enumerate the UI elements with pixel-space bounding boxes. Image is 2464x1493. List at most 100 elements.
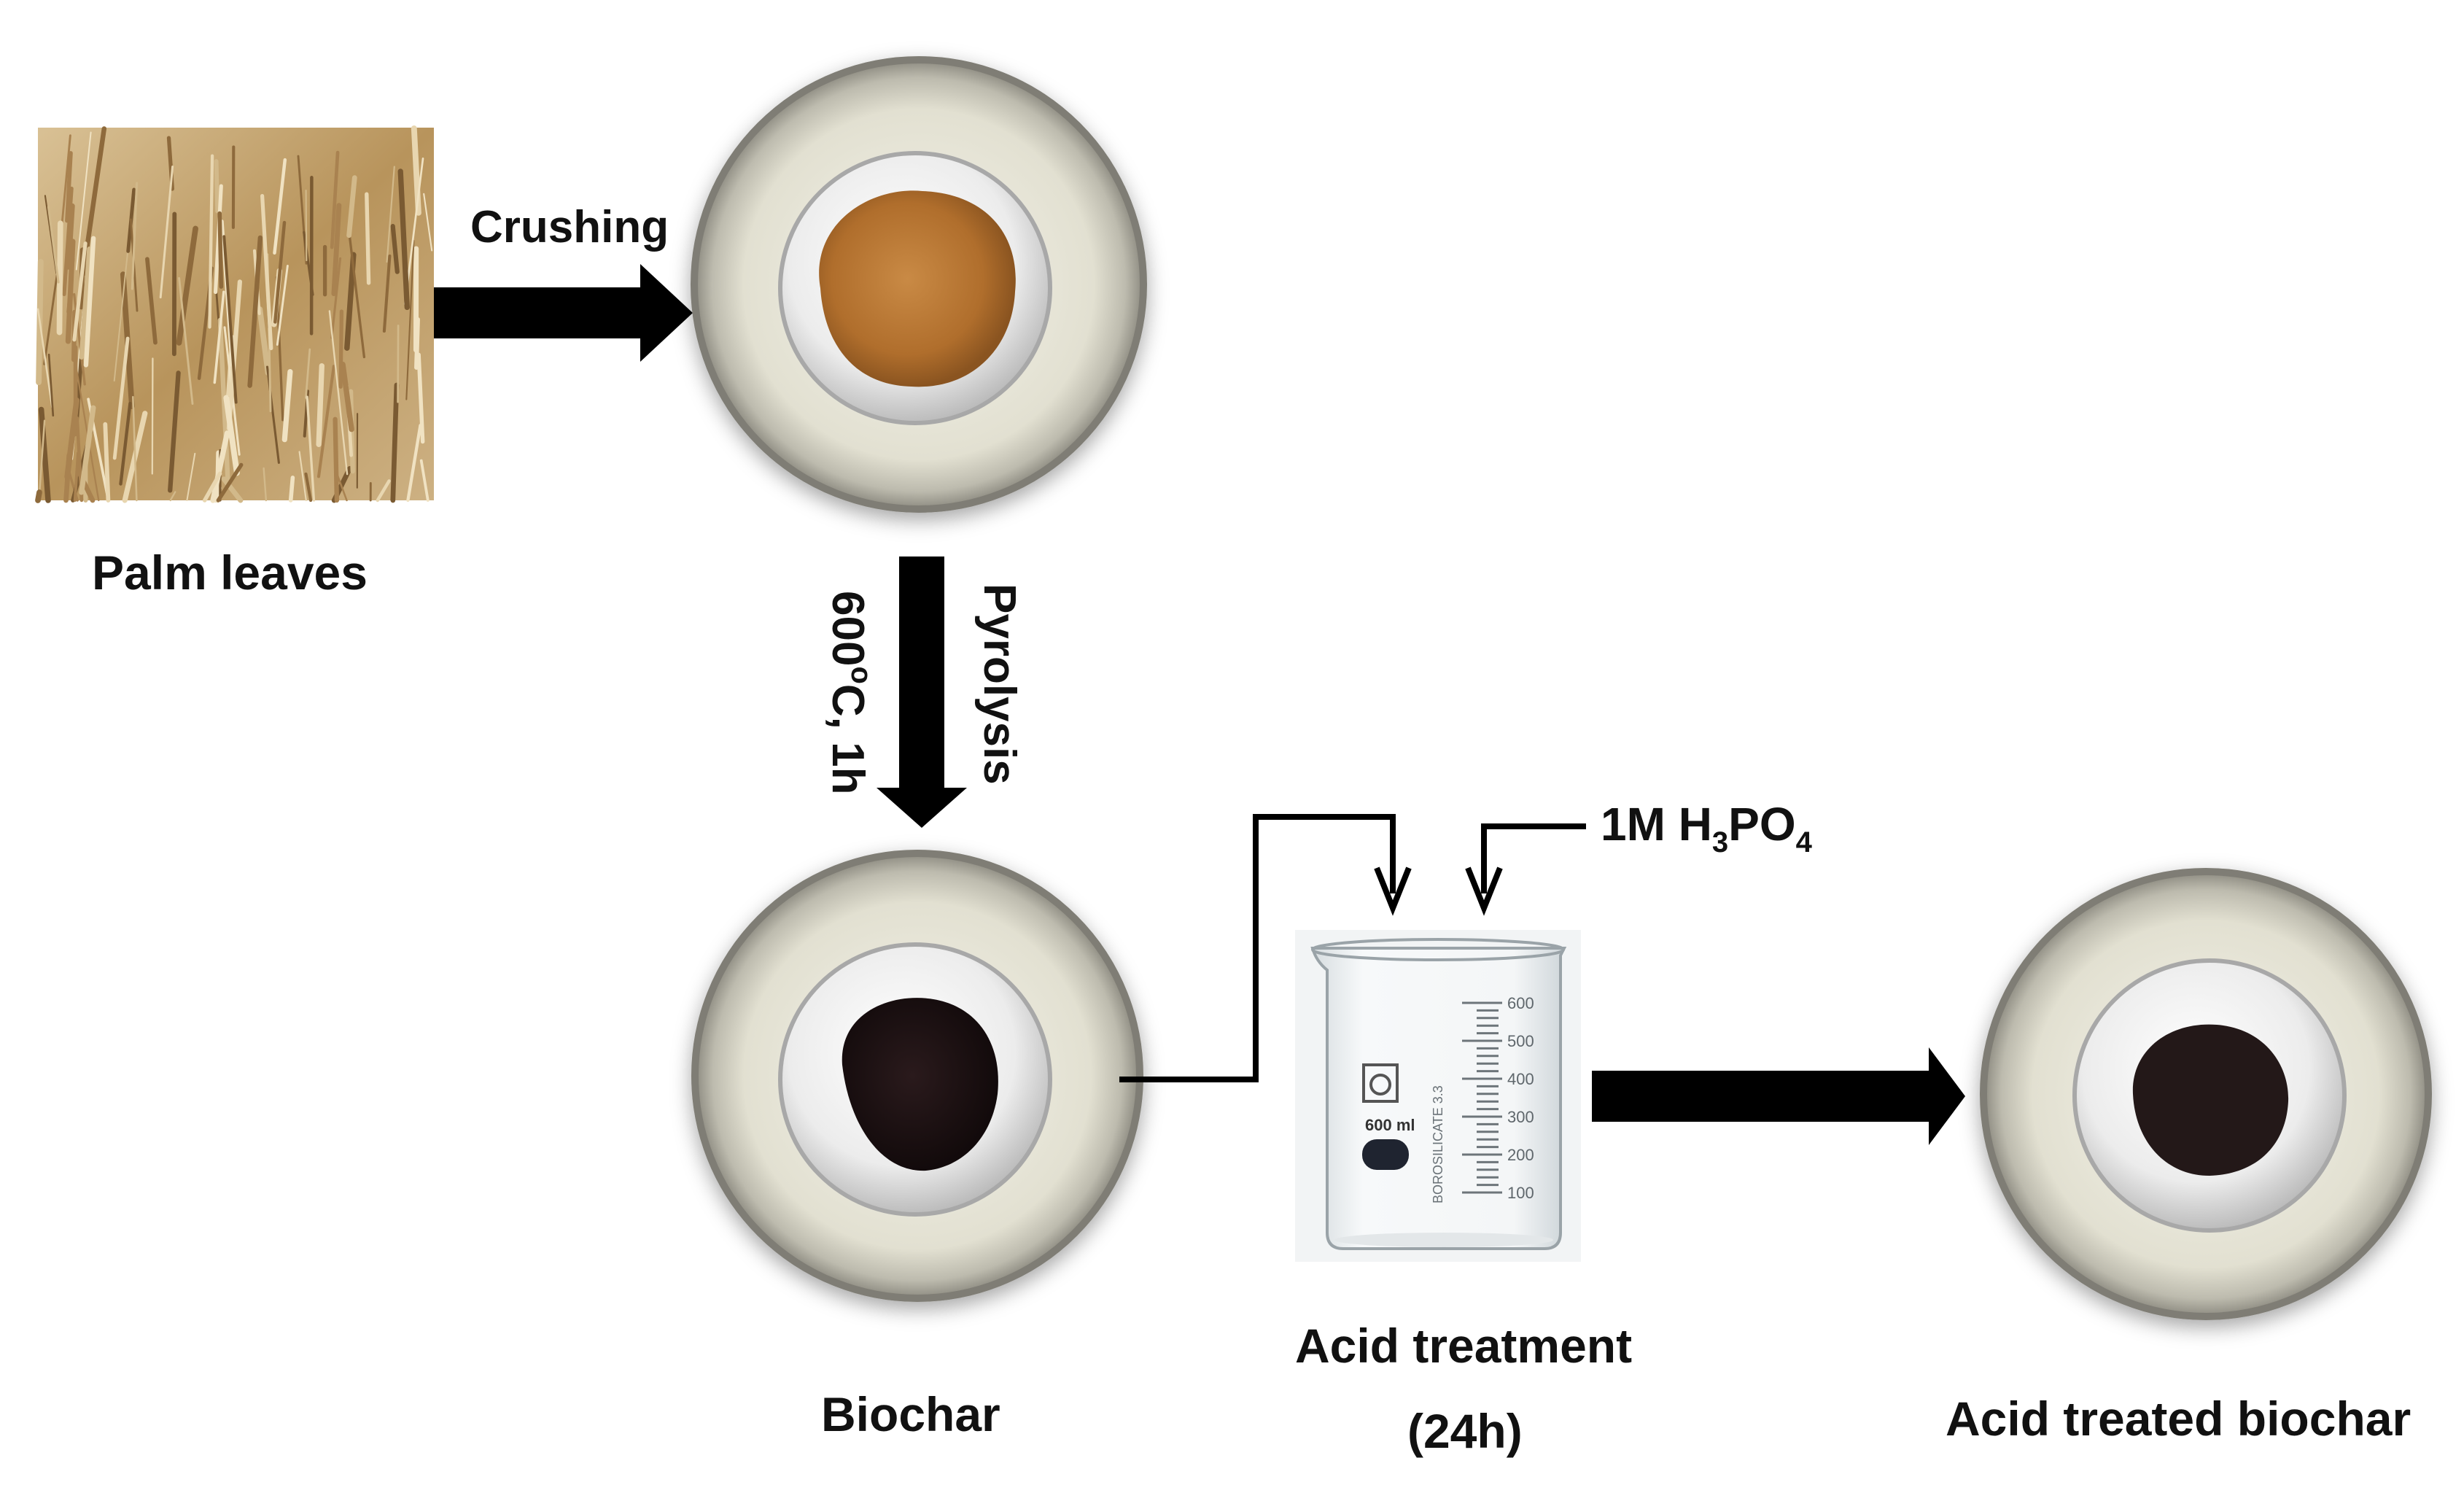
leaf-stroke xyxy=(406,423,422,503)
leaf-stroke xyxy=(145,257,158,345)
leaf-stroke xyxy=(66,257,75,314)
leaf-stroke xyxy=(113,237,131,382)
leaf-stroke xyxy=(79,246,92,360)
leaf-stroke xyxy=(76,468,96,503)
leaf-stroke xyxy=(112,336,130,460)
leaf-stroke xyxy=(214,159,220,214)
leaf-stroke xyxy=(397,168,410,311)
scale-label: 200 xyxy=(1507,1146,1534,1164)
leaf-stroke xyxy=(346,175,357,239)
leaf-stroke xyxy=(288,476,295,503)
leaf-stroke xyxy=(186,452,196,501)
leaf-stroke xyxy=(213,486,222,503)
arrow-icon xyxy=(877,557,967,828)
leaf-stroke xyxy=(168,371,181,493)
leaf-stroke xyxy=(79,405,96,495)
leaf-stroke xyxy=(405,240,415,400)
leaf-stroke xyxy=(226,279,242,431)
leaf-stroke xyxy=(159,166,174,299)
leaf-stroke xyxy=(298,451,307,502)
leaf-stroke xyxy=(223,395,240,476)
leaf-stroke xyxy=(382,254,392,333)
leaf-stroke xyxy=(257,306,271,376)
leaf-stroke xyxy=(65,151,73,223)
leaf-stroke xyxy=(305,190,308,262)
acid-treatment-duration-label: (24h) xyxy=(1407,1404,1523,1458)
biochar-label: Biochar xyxy=(821,1387,1000,1441)
leaf-stroke xyxy=(216,462,244,503)
leaf-stroke xyxy=(328,310,349,476)
leaf-stroke xyxy=(335,471,348,502)
leaf-stroke xyxy=(56,220,63,336)
scale-label: 400 xyxy=(1507,1070,1534,1088)
leaf-stroke xyxy=(365,192,371,285)
leaf-stroke xyxy=(281,369,293,443)
leaf-stroke xyxy=(47,353,55,417)
leaf-stroke xyxy=(414,317,420,370)
leaf-stroke xyxy=(73,451,79,502)
leaf-stroke xyxy=(330,257,342,339)
leaf-stroke xyxy=(390,382,400,503)
pyrolysis-label: Pyrolysis xyxy=(974,583,1025,785)
leaf-stroke xyxy=(331,203,342,297)
leaf-stroke xyxy=(35,489,42,503)
leaf-stroke xyxy=(75,131,92,271)
leaf-stroke xyxy=(213,290,225,384)
arrow-icon xyxy=(1592,1047,1965,1145)
leaf-stroke xyxy=(423,193,433,252)
leaf-stroke xyxy=(80,126,107,276)
leaf-stroke xyxy=(169,491,176,502)
leaf-stroke xyxy=(273,158,287,255)
connector-line xyxy=(1119,814,1586,1082)
scale-label: 600 xyxy=(1507,994,1534,1012)
leaf-stroke xyxy=(306,395,316,502)
leaf-stroke xyxy=(210,430,230,503)
leaf-stroke xyxy=(221,476,244,503)
leaf-stroke xyxy=(178,276,194,406)
leaf-stroke xyxy=(72,241,88,342)
palm-leaves-label: Palm leaves xyxy=(92,546,368,600)
leaf-stroke xyxy=(260,194,273,351)
leaf-stroke xyxy=(65,203,75,270)
leaf-stroke xyxy=(419,459,430,502)
leaf-stroke xyxy=(263,467,268,502)
palm-leaves-photo xyxy=(35,125,434,503)
leaf-stroke xyxy=(38,419,46,502)
leaf-stroke xyxy=(344,252,357,351)
beaker-brand-text: BOROSILICATE 3.3 xyxy=(1431,1085,1445,1203)
leaf-stroke xyxy=(348,230,366,359)
leaf-stroke xyxy=(43,264,60,365)
leaf-stroke xyxy=(386,166,395,263)
beaker-marking-pad xyxy=(1362,1139,1409,1170)
leaf-stroke xyxy=(103,422,111,503)
leaf-stroke xyxy=(217,211,224,289)
leaf-stroke xyxy=(397,325,400,403)
leaf-stroke xyxy=(47,206,60,284)
acid-treated-biochar-label: Acid treated biochar xyxy=(1946,1392,2411,1446)
leaf-stroke xyxy=(340,361,354,433)
leaf-stroke xyxy=(316,362,324,447)
leaf-stroke xyxy=(330,150,340,249)
leaf-stroke xyxy=(208,154,214,329)
leaf-stroke xyxy=(416,352,425,444)
leaf-stroke xyxy=(222,235,238,404)
leaf-stroke xyxy=(376,479,391,503)
leaf-stroke xyxy=(247,235,263,388)
leaf-stroke xyxy=(132,395,138,502)
leaf-stroke xyxy=(119,401,132,486)
leaf-stroke xyxy=(390,224,400,274)
leaf-stroke xyxy=(38,406,51,503)
leaf-stroke xyxy=(64,398,80,480)
beaker-volume-label: 600 ml xyxy=(1365,1116,1415,1134)
leaf-stroke xyxy=(202,471,222,503)
reagent-label: 1M H3PO4 xyxy=(1601,798,1813,858)
arrow-icon xyxy=(434,264,693,362)
scale-label: 500 xyxy=(1507,1032,1534,1050)
leaf-stroke xyxy=(333,416,340,503)
scale-label: 300 xyxy=(1507,1108,1534,1126)
acid-treatment-label: Acid treatment xyxy=(1295,1319,1632,1373)
raw-powder xyxy=(819,190,1016,387)
leaf-stroke xyxy=(316,365,335,478)
